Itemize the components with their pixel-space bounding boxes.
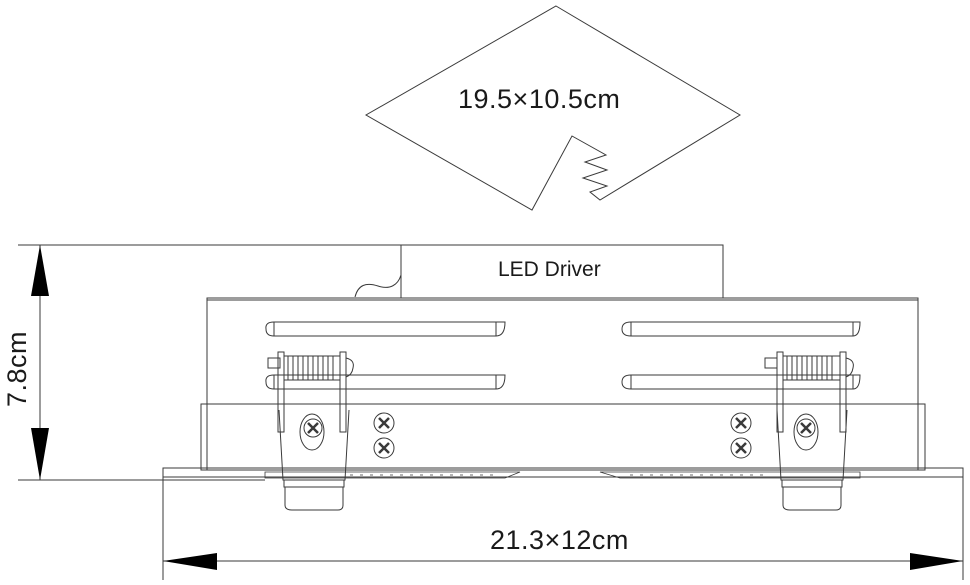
arrow-right-icon	[910, 553, 963, 570]
screws	[303, 412, 816, 459]
housing-lower	[200, 403, 926, 471]
driver-wire	[354, 274, 402, 298]
heatsink-slots	[265, 321, 861, 390]
bezel-flange	[162, 467, 964, 478]
spring-clip-left	[267, 351, 354, 511]
screw-icon	[373, 437, 395, 459]
diffuser-mesh	[264, 471, 861, 479]
arrow-left-icon	[163, 553, 217, 570]
housing-upper	[206, 297, 919, 405]
height-label: 7.8cm	[2, 330, 32, 407]
screw-icon	[796, 418, 816, 438]
screw-icon	[373, 412, 395, 434]
screw-icon	[303, 418, 323, 438]
led-driver-label: LED Driver	[498, 258, 601, 281]
spring-clip-right	[764, 351, 854, 511]
arrow-up-icon	[31, 245, 49, 296]
arrow-down-icon	[31, 428, 49, 480]
screw-icon	[730, 437, 752, 459]
overall-size-label: 21.3×12cm	[490, 525, 629, 555]
cutout-size-label: 19.5×10.5cm	[458, 84, 621, 114]
screw-icon	[730, 412, 752, 434]
cutout-outline	[364, 5, 741, 211]
